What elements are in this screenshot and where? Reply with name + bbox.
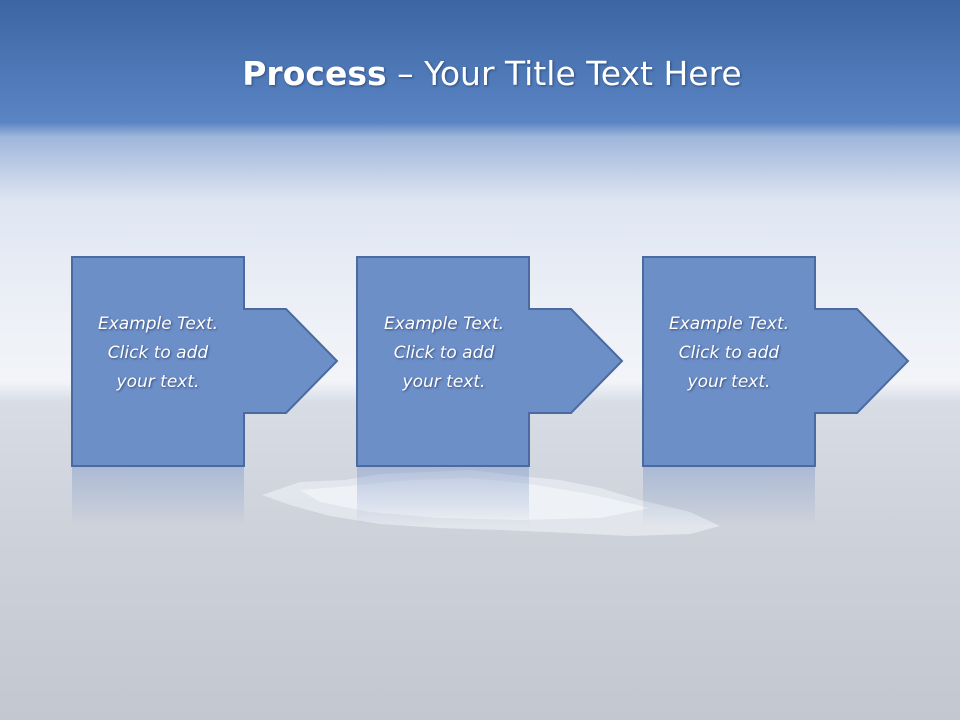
step-2-text[interactable]: Example Text. Click to add your text. bbox=[383, 314, 505, 392]
title-bold-part: Process bbox=[242, 54, 387, 93]
process-step-3[interactable] bbox=[642, 256, 910, 467]
step-3-arrow-shape bbox=[642, 256, 910, 467]
step-1-text[interactable]: Example Text. Click to add your text. bbox=[97, 314, 219, 392]
process-step-2[interactable] bbox=[356, 256, 624, 467]
step-3-text[interactable]: Example Text. Click to add your text. bbox=[668, 314, 790, 392]
title-rest-part: – Your Title Text Here bbox=[386, 54, 742, 93]
process-step-1[interactable] bbox=[71, 256, 339, 467]
step-1-arrow-shape bbox=[71, 256, 339, 467]
page-title: Process – Your Title Text Here bbox=[0, 52, 960, 96]
step-2-arrow-shape bbox=[356, 256, 624, 467]
